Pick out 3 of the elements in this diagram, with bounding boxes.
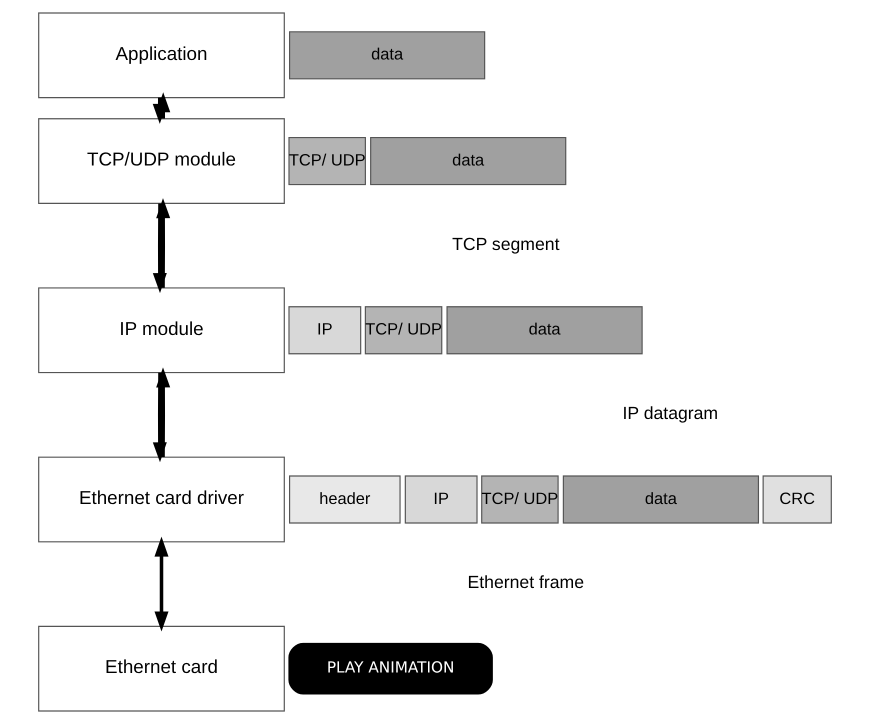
label: TCP segment — [452, 234, 560, 254]
label: Ethernet frame — [468, 572, 584, 592]
label: IP datagram — [622, 402, 718, 423]
